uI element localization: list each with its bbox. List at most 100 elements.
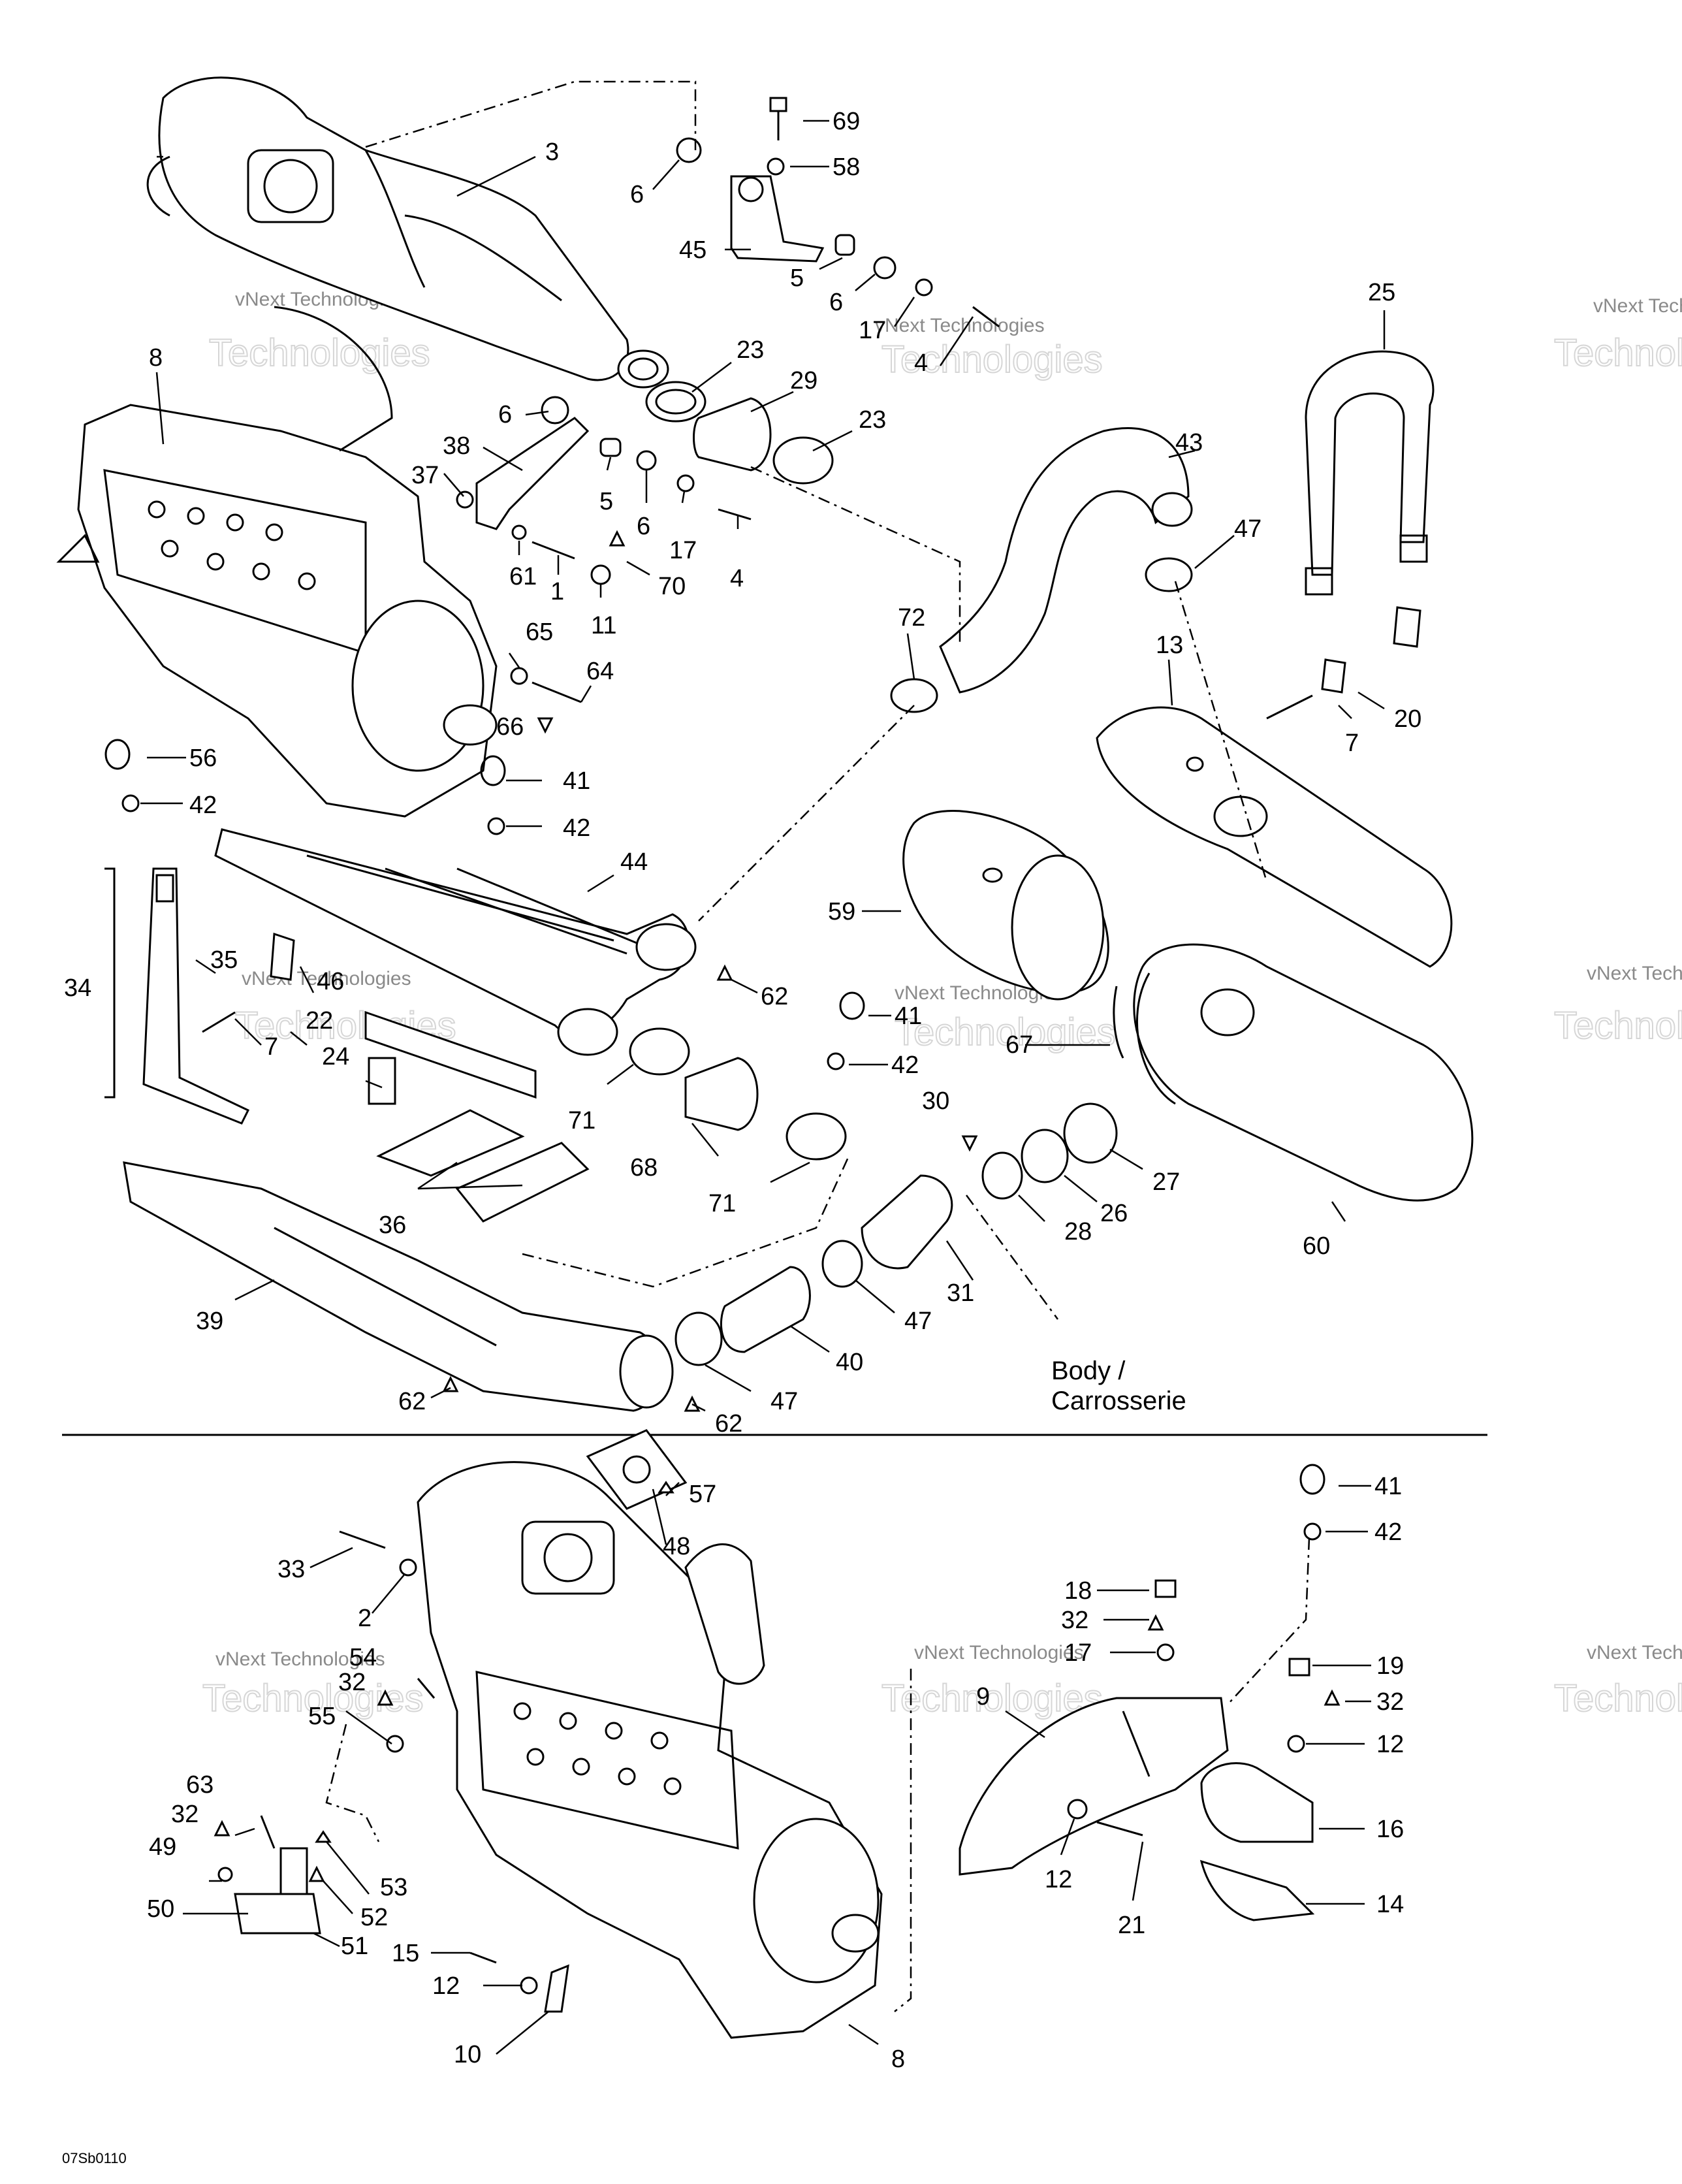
part-33-bolt bbox=[339, 1530, 386, 1549]
part-32-loctite bbox=[214, 1820, 230, 1837]
callout-67: 67 bbox=[1006, 1031, 1033, 1059]
callout-7: 7 bbox=[1345, 730, 1359, 757]
watermark-text: vNext Technologies bbox=[875, 315, 1045, 336]
callout-42: 42 bbox=[563, 814, 590, 842]
part-63-bolt bbox=[260, 1815, 276, 1849]
engine-block-top bbox=[56, 306, 498, 818]
part-42-screw bbox=[121, 794, 140, 812]
callout-21: 21 bbox=[1118, 1912, 1145, 1939]
part-65-washer bbox=[510, 667, 528, 685]
part-69-bolt bbox=[769, 97, 787, 140]
callout-3: 3 bbox=[545, 138, 559, 166]
part-4-bolt bbox=[718, 508, 752, 521]
callout-43: 43 bbox=[1175, 429, 1203, 457]
part-7-rivet bbox=[1266, 694, 1313, 720]
part-54-bolt bbox=[417, 1678, 436, 1699]
part-6-grommet bbox=[873, 256, 897, 280]
part-18-bolt bbox=[1154, 1579, 1177, 1598]
part-3-exhaust-cone bbox=[146, 76, 669, 389]
callout-10: 10 bbox=[454, 2041, 481, 2068]
part-41-tie bbox=[839, 991, 865, 1020]
part-57-loctite bbox=[658, 1481, 674, 1494]
part-20-clip bbox=[1393, 606, 1421, 648]
callout-8: 8 bbox=[149, 344, 163, 372]
callout-68: 68 bbox=[630, 1154, 658, 1181]
part-20-clip bbox=[1321, 658, 1346, 694]
callout-6: 6 bbox=[630, 181, 644, 208]
part-24-pad bbox=[368, 1057, 396, 1105]
callout-40: 40 bbox=[836, 1349, 863, 1376]
part-5-spacer bbox=[834, 234, 855, 256]
part-53-loctite bbox=[315, 1830, 332, 1843]
part-40-sleeve bbox=[720, 1266, 811, 1353]
assembly-lines bbox=[365, 80, 1268, 1320]
part-35-strap-bracket bbox=[142, 867, 250, 1125]
callout-32: 32 bbox=[1061, 1607, 1088, 1634]
part-6-grommet bbox=[636, 450, 657, 471]
part-17-washer bbox=[676, 474, 695, 492]
part-9-heat-shield bbox=[959, 1697, 1229, 1876]
part-60-muffler bbox=[1133, 943, 1474, 1202]
callout-66: 66 bbox=[496, 713, 524, 741]
watermark-text: vNext Technologies bbox=[1587, 1642, 1682, 1663]
part-67-tie bbox=[1113, 986, 1124, 1059]
callout-50: 50 bbox=[147, 1895, 174, 1923]
assembly-lines-bottom bbox=[325, 1537, 1310, 2012]
callout-17: 17 bbox=[859, 317, 886, 344]
part-2-washer bbox=[399, 1558, 417, 1577]
part-38-bracket bbox=[475, 417, 590, 530]
callout-57: 57 bbox=[689, 1481, 716, 1508]
callout-26: 26 bbox=[1100, 1200, 1128, 1227]
part-30-loctite bbox=[961, 1135, 978, 1152]
part-64-bolt bbox=[532, 681, 582, 703]
watermark-text: Technologies bbox=[1554, 1677, 1682, 1720]
callout-70: 70 bbox=[658, 573, 686, 600]
part-56-tie bbox=[104, 739, 131, 770]
part-41-tie bbox=[1299, 1464, 1325, 1495]
part-32-loctite bbox=[1147, 1614, 1164, 1631]
callout-25: 25 bbox=[1368, 279, 1395, 306]
callout-71: 71 bbox=[708, 1190, 736, 1217]
part-47-clamp bbox=[821, 1240, 863, 1288]
watermark-text: vNext Technologies bbox=[242, 968, 411, 989]
part-23-clamp bbox=[645, 381, 706, 423]
callout-11: 11 bbox=[591, 612, 616, 639]
watermark-text: Technologies bbox=[895, 1011, 1116, 1053]
part-26-gasket bbox=[1021, 1129, 1069, 1183]
leader-lines bbox=[140, 120, 1386, 2055]
part-17-washer bbox=[1156, 1643, 1175, 1662]
callout-62: 62 bbox=[761, 983, 788, 1010]
callout-62: 62 bbox=[715, 1410, 742, 1437]
callout-35: 35 bbox=[210, 946, 238, 974]
callout-42: 42 bbox=[1374, 1518, 1402, 1546]
callout-44: 44 bbox=[620, 848, 648, 876]
callout-16: 16 bbox=[1376, 1816, 1404, 1843]
callout-17: 17 bbox=[669, 537, 697, 564]
part-71-clamp bbox=[629, 1027, 690, 1076]
callout-17: 17 bbox=[1064, 1639, 1092, 1667]
callout-55: 55 bbox=[308, 1703, 336, 1730]
callout-49: 49 bbox=[149, 1833, 176, 1861]
callout-6: 6 bbox=[637, 513, 650, 540]
callout-34: 34 bbox=[64, 974, 91, 1002]
part-71-clamp bbox=[785, 1112, 847, 1161]
callout-6: 6 bbox=[498, 401, 512, 428]
part-22-strip bbox=[364, 1010, 537, 1099]
callout-47: 47 bbox=[904, 1308, 932, 1335]
watermark-text: Technologies bbox=[209, 332, 430, 374]
callout-65: 65 bbox=[526, 618, 553, 646]
part-23-clamp-inner bbox=[655, 389, 697, 415]
part-62-loctite bbox=[442, 1375, 459, 1392]
part-62-loctite bbox=[716, 964, 733, 981]
callout-7: 7 bbox=[264, 1033, 278, 1061]
part-16-bracket bbox=[1200, 1762, 1314, 1843]
callout-41: 41 bbox=[563, 767, 590, 795]
part-48-gasket-hole bbox=[622, 1455, 651, 1484]
part-15-bolt bbox=[469, 1951, 497, 1964]
watermark-text: Technologies bbox=[881, 1677, 1103, 1720]
callout-29: 29 bbox=[790, 367, 817, 394]
part-58-washer bbox=[767, 157, 785, 176]
part-4-bolt bbox=[972, 306, 1000, 328]
watermark-text: vNext Technologies bbox=[914, 1642, 1084, 1663]
part-25-strap bbox=[1305, 350, 1435, 596]
